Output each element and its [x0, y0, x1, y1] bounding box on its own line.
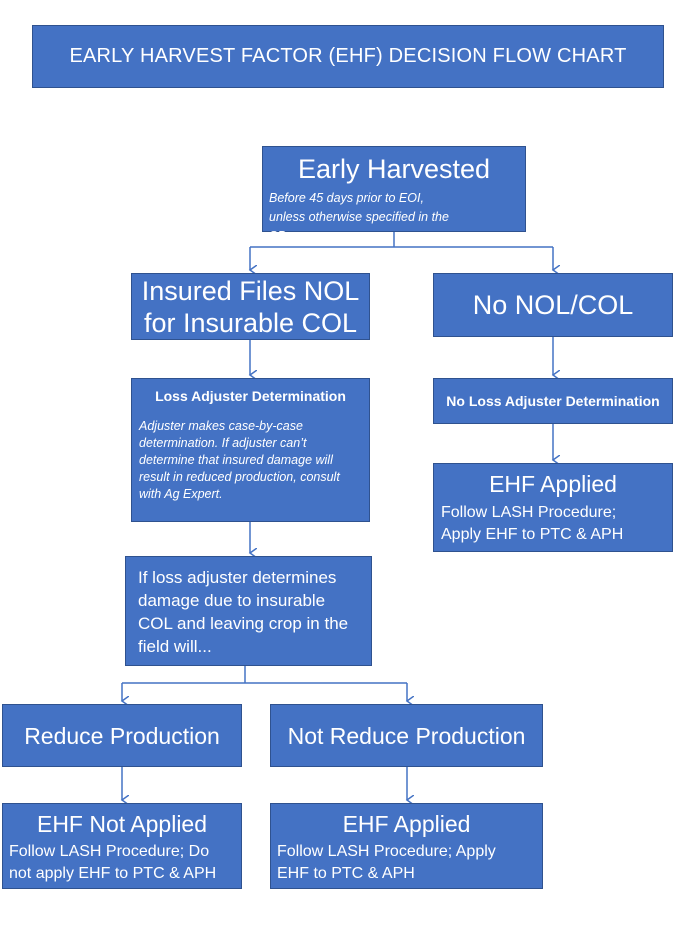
ehf-not-applied-box: EHF Not Applied Follow LASH Procedure; D… [2, 803, 242, 889]
no-loss-adjuster-label: No Loss Adjuster Determination [446, 393, 660, 409]
ehf-applied-bottom-heading: EHF Applied [342, 811, 471, 837]
early-harvested-note: Before 45 days prior to EOI, unless othe… [269, 191, 449, 243]
loss-adjuster-heading: Loss Adjuster Determination [155, 388, 346, 404]
loss-adjuster-box: Loss Adjuster Determination Adjuster mak… [131, 378, 370, 522]
if-loss-adjuster-box: If loss adjuster determines damage due t… [125, 556, 372, 666]
insured-files-nol-box: Insured Files NOL for Insurable COL [131, 273, 370, 340]
chart-title-text: EARLY HARVEST FACTOR (EHF) DECISION FLOW… [69, 45, 627, 67]
chart-title: EARLY HARVEST FACTOR (EHF) DECISION FLOW… [32, 25, 664, 88]
ehf-applied-right-body: Follow LASH Procedure; Apply EHF to PTC … [441, 504, 624, 543]
insured-files-line1: Insured Files NOL [141, 275, 360, 306]
ehf-applied-bottom-box: EHF Applied Follow LASH Procedure; Apply… [270, 803, 543, 889]
ehf-applied-right-heading: EHF Applied [489, 471, 617, 497]
early-harvested-heading: Early Harvested [297, 154, 491, 184]
ehf-applied-bottom-body: Follow LASH Procedure; Apply EHF to PTC … [277, 843, 496, 882]
not-reduce-production-label: Not Reduce Production [287, 722, 526, 749]
not-reduce-production-box: Not Reduce Production [270, 704, 543, 767]
ehf-not-applied-body: Follow LASH Procedure; Do not apply EHF … [9, 843, 217, 882]
loss-adjuster-note: Adjuster makes case-by-case determinatio… [139, 419, 340, 501]
early-harvested-box: Early Harvested Before 45 days prior to … [262, 146, 526, 243]
reduce-production-box: Reduce Production [2, 704, 242, 767]
ehf-not-applied-heading: EHF Not Applied [36, 811, 208, 837]
no-nol-col-label: No NOL/COL [472, 289, 634, 320]
no-nol-col-box: No NOL/COL [433, 273, 673, 337]
if-loss-adjuster-text: If loss adjuster determines damage due t… [138, 568, 349, 656]
no-loss-adjuster-box: No Loss Adjuster Determination [433, 378, 673, 424]
ehf-applied-right-box: EHF Applied Follow LASH Procedure; Apply… [433, 463, 673, 552]
reduce-production-label: Reduce Production [24, 722, 220, 749]
insured-files-line2: for Insurable COL [143, 307, 358, 338]
